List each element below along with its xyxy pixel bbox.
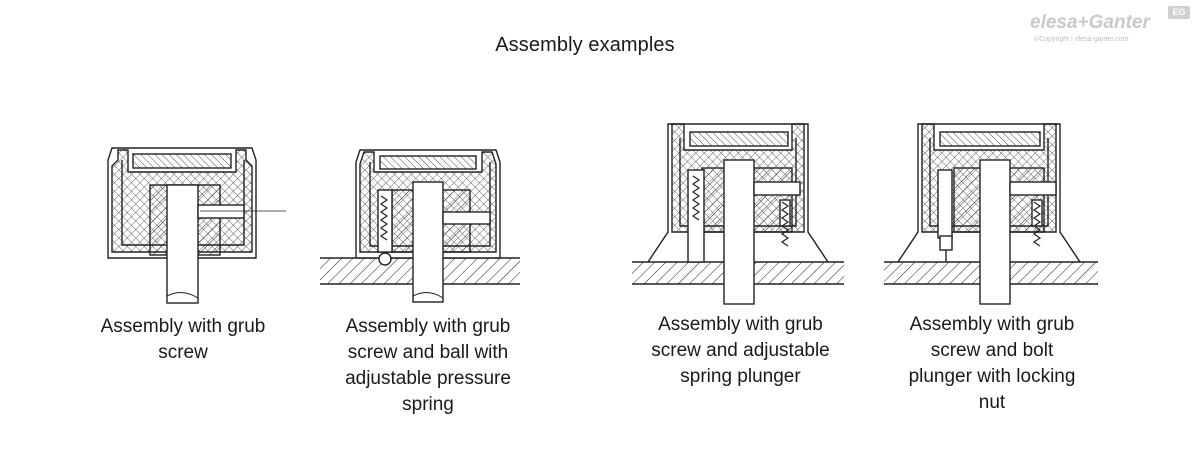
caption-grub-screw: Assembly with grub screw bbox=[100, 316, 266, 363]
brand-logo: elesa+Ganter EG ©Copyright | elesa-gante… bbox=[1030, 6, 1190, 43]
caption-adjustable-spring-plunger: Assembly with grub screw and adjustable … bbox=[651, 314, 830, 387]
page-title: Assembly examples bbox=[495, 34, 675, 56]
drawing-grub-screw bbox=[107, 147, 286, 304]
caption-bolt-plunger-locking-nut: Assembly with grub screw and bolt plunge… bbox=[908, 314, 1076, 413]
brand-badge: EG bbox=[1168, 6, 1190, 19]
drawing-adjustable-spring-plunger bbox=[632, 123, 844, 305]
drawing-bolt-plunger-locking-nut bbox=[884, 123, 1098, 305]
caption-ball-pressure-spring: Assembly with grub screw and ball with a… bbox=[345, 316, 511, 415]
copyright-note: ©Copyright | elesa-ganter.com bbox=[1034, 36, 1129, 43]
brand-wordmark: elesa+Ganter bbox=[1030, 12, 1150, 33]
drawing-ball-pressure-spring bbox=[320, 149, 520, 303]
